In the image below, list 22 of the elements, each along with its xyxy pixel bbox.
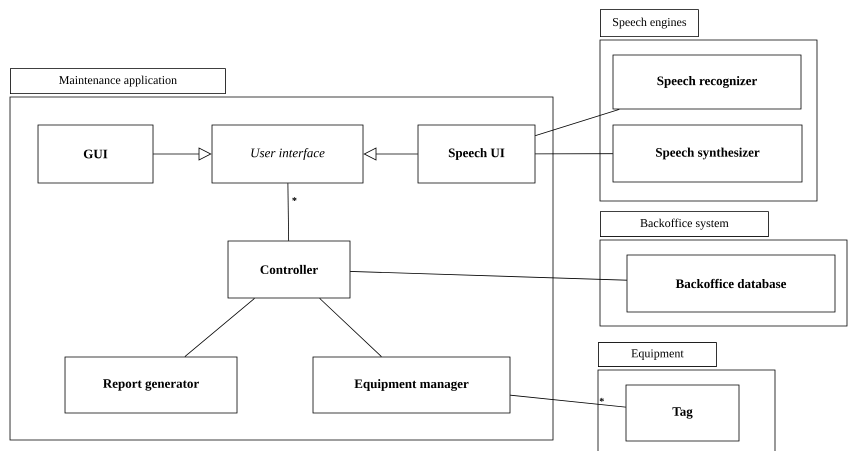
class-box: Equipment manager xyxy=(312,356,510,414)
node-label: Backoffice system xyxy=(640,218,729,230)
association-line xyxy=(184,298,255,357)
class-box: Controller xyxy=(228,240,350,298)
association-line xyxy=(350,271,627,281)
association-line xyxy=(288,182,290,241)
association-line xyxy=(510,394,626,408)
edge-label: * xyxy=(292,197,296,202)
class-box: Speech UI xyxy=(418,124,536,184)
edge-label: * xyxy=(600,398,604,402)
association-line xyxy=(535,109,620,136)
node-label: Maintenance application xyxy=(59,76,177,87)
class-box: Speech synthesizer xyxy=(612,124,802,182)
class-box: Backoffice database xyxy=(626,254,836,312)
class-box: Speech recognizer xyxy=(612,54,802,110)
class-box: GUI xyxy=(38,124,154,184)
node-label: Speech engines xyxy=(613,18,686,29)
association-line xyxy=(535,153,613,154)
class-box: Tag xyxy=(626,384,740,442)
association-line xyxy=(319,298,382,357)
class-box: User interface xyxy=(212,124,364,184)
class-box: Report generator xyxy=(64,356,238,414)
